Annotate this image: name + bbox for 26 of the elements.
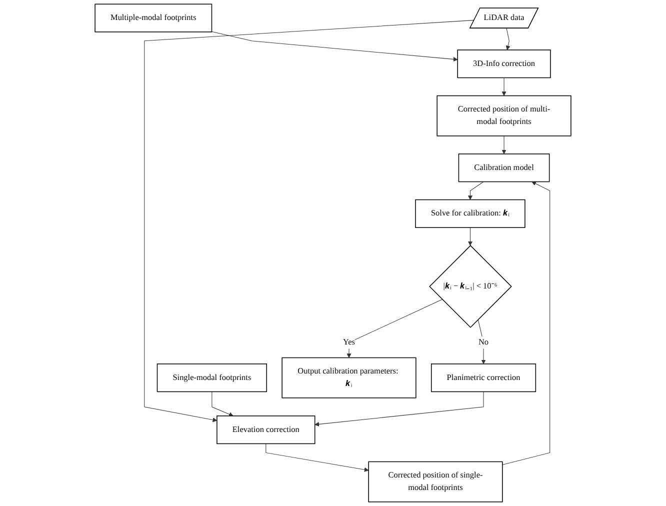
node-box: Calibration model [458, 154, 550, 182]
arrow [212, 391, 234, 416]
node-diamond: |𝒌ᵢ − 𝒌ᵢ₋₁| < 10⁻⁶ [429, 245, 512, 328]
node-box: Corrected position of multi-modal footprints [436, 95, 572, 136]
arrow [506, 28, 510, 50]
arrow [478, 319, 486, 364]
node-box: Solve for calibration: 𝒌ᵢ [415, 199, 526, 228]
arrow [144, 20, 474, 422]
arrow [502, 182, 550, 466]
arrow [266, 443, 369, 472]
arrow [314, 391, 484, 426]
arrow [211, 31, 458, 62]
node-box: Elevation correction [216, 416, 316, 444]
arrow [346, 299, 443, 358]
node-box: 3D-Info correction [457, 50, 551, 78]
edge-label: No [478, 338, 489, 347]
arrow [502, 77, 506, 96]
arrow [468, 181, 484, 200]
arrow [468, 227, 472, 246]
node-box: Corrected position of single-modal footprints [368, 461, 503, 502]
node-box: Multiple-modal footprints [94, 4, 212, 32]
node-box: Planimetric correction [430, 364, 536, 392]
node-box: Output calibration parameters: 𝒌ᵢ [282, 357, 416, 398]
edge-label: Yes [343, 338, 355, 347]
arrow [502, 136, 506, 154]
node-box: Single-modal footprints [156, 364, 267, 392]
